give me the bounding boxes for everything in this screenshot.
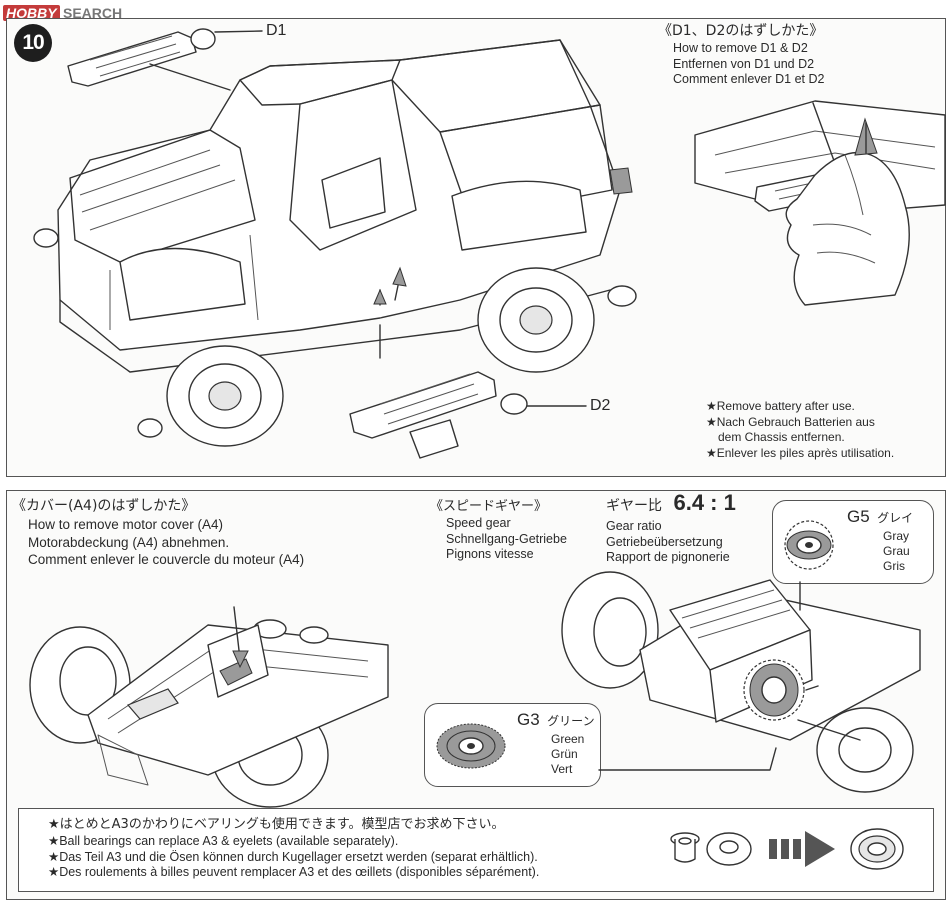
gear-ratio-text: ギヤー比 6.4 : 1 Gear ratio Getriebeübersetz… bbox=[606, 492, 736, 566]
truck-body-illustration bbox=[33, 28, 637, 459]
watermark-brand: HOBBY bbox=[3, 5, 60, 21]
gear-ratio-value: 6.4 : 1 bbox=[673, 490, 736, 515]
remove-heading: 《D1、D2のはずしかた》 bbox=[658, 23, 824, 39]
replace-arrow-icon bbox=[769, 831, 835, 867]
gear-ratio-line-en: Gear ratio bbox=[606, 519, 662, 533]
remove-line-fr: Comment enlever D1 et D2 bbox=[673, 72, 825, 86]
bearing-note-de: ★Das Teil A3 und die Ösen können durch K… bbox=[48, 849, 538, 864]
gear-g3-color-en: Green bbox=[551, 732, 585, 746]
battery-note-de-1: ★Nach Gebrauch Batterien aus bbox=[706, 414, 875, 429]
gear-g5-color-fr: Gris bbox=[883, 559, 905, 573]
gear-g5-color-de: Grau bbox=[883, 544, 910, 558]
gear-g5-code: G5 bbox=[847, 507, 870, 526]
step-number: 10 bbox=[22, 31, 44, 54]
watermark-label: SEARCH bbox=[63, 5, 123, 21]
part-label-d1: D1 bbox=[266, 22, 287, 39]
ball-bearing-icon bbox=[850, 828, 904, 870]
gear-ratio-line-fr: Rapport de pignonerie bbox=[606, 550, 730, 564]
step-number-badge: 10 bbox=[14, 24, 52, 62]
gear-g3-icon bbox=[436, 723, 506, 769]
truck-wheels bbox=[33, 228, 637, 447]
part-label-d2: D2 bbox=[590, 397, 611, 414]
remove-line-de: Entfernen von D1 und D2 bbox=[673, 56, 815, 71]
gear-ratio-line-de: Getriebeübersetzung bbox=[606, 534, 723, 549]
gear-g5-color-en: Gray bbox=[883, 529, 910, 543]
battery-note-en: ★Remove battery after use. bbox=[706, 399, 855, 413]
gear-g3-code: G3 bbox=[517, 710, 540, 729]
bearing-replacement-illustration bbox=[670, 828, 904, 870]
battery-note-fr: ★Enlever les piles après utilisation. bbox=[706, 445, 895, 460]
part-d1-illustration bbox=[67, 28, 263, 91]
battery-note-de-2: dem Chassis entfernen. bbox=[718, 430, 845, 444]
gear-g3-color-fr: Vert bbox=[551, 762, 573, 776]
gear-g5-icon bbox=[784, 520, 834, 570]
bushing-a3-icon bbox=[706, 832, 752, 866]
gear-ratio-heading: ギヤー比 bbox=[606, 498, 662, 514]
gear-g3-jp: グリーン bbox=[547, 714, 595, 728]
gear-g3-box: G3 グリーン Green Grün Vert bbox=[424, 703, 601, 787]
speed-gear-line-en: Speed gear bbox=[446, 516, 511, 530]
remove-d1-d2-text: 《D1、D2のはずしかた》 How to remove D1 & D2 Entf… bbox=[658, 22, 824, 88]
motor-cover-text: 《カバー(A4)のはずしかた》 How to remove motor cove… bbox=[12, 497, 304, 569]
bearing-note-fr: ★Des roulements à billes peuvent remplac… bbox=[48, 865, 540, 879]
pickup-truck bbox=[57, 39, 633, 373]
gear-g5-box: G5 グレイ Gray Grau Gris bbox=[772, 500, 934, 584]
gear-g5-jp: グレイ bbox=[877, 511, 914, 525]
speed-gear-heading: 《スピードギヤー》 bbox=[430, 499, 548, 514]
remove-line-en: How to remove D1 & D2 bbox=[673, 41, 808, 55]
speed-gear-line-de: Schnellgang-Getriebe bbox=[446, 531, 567, 546]
speed-gear-line-fr: Pignons vitesse bbox=[446, 547, 534, 561]
eyelet-icon bbox=[670, 832, 700, 863]
motor-cover-heading: 《カバー(A4)のはずしかた》 bbox=[12, 498, 196, 514]
gear-pinion-assembly bbox=[743, 659, 805, 721]
motor-gear-illustration bbox=[561, 571, 921, 793]
bearing-note-en: ★Ball bearings can replace A3 & eyelets … bbox=[48, 834, 399, 848]
motor-cover-line-en: How to remove motor cover (A4) bbox=[28, 517, 224, 532]
bearing-note-text: ★はとめとA3のかわりにベアリングも使用できます。模型店でお求め下さい。 ★Ba… bbox=[48, 815, 539, 881]
motor-cover-line-fr: Comment enlever le couvercle du moteur (… bbox=[28, 552, 305, 567]
battery-notes: ★Remove battery after use. ★Nach Gebrauc… bbox=[706, 399, 894, 461]
speed-gear-text: 《スピードギヤー》 Speed gear Schnellgang-Getrieb… bbox=[430, 497, 567, 563]
motor-cover-line-de: Motorabdeckung (A4) abnehmen. bbox=[28, 534, 230, 550]
chassis-motor-cover-illustration bbox=[29, 606, 389, 808]
gear-g3-color-de: Grün bbox=[551, 747, 578, 761]
part-d2-illustration bbox=[349, 371, 587, 459]
hand-removing-part-illustration bbox=[694, 100, 946, 306]
bearing-note-jp: ★はとめとA3のかわりにベアリングも使用できます。模型店でお求め下さい。 bbox=[48, 817, 505, 832]
